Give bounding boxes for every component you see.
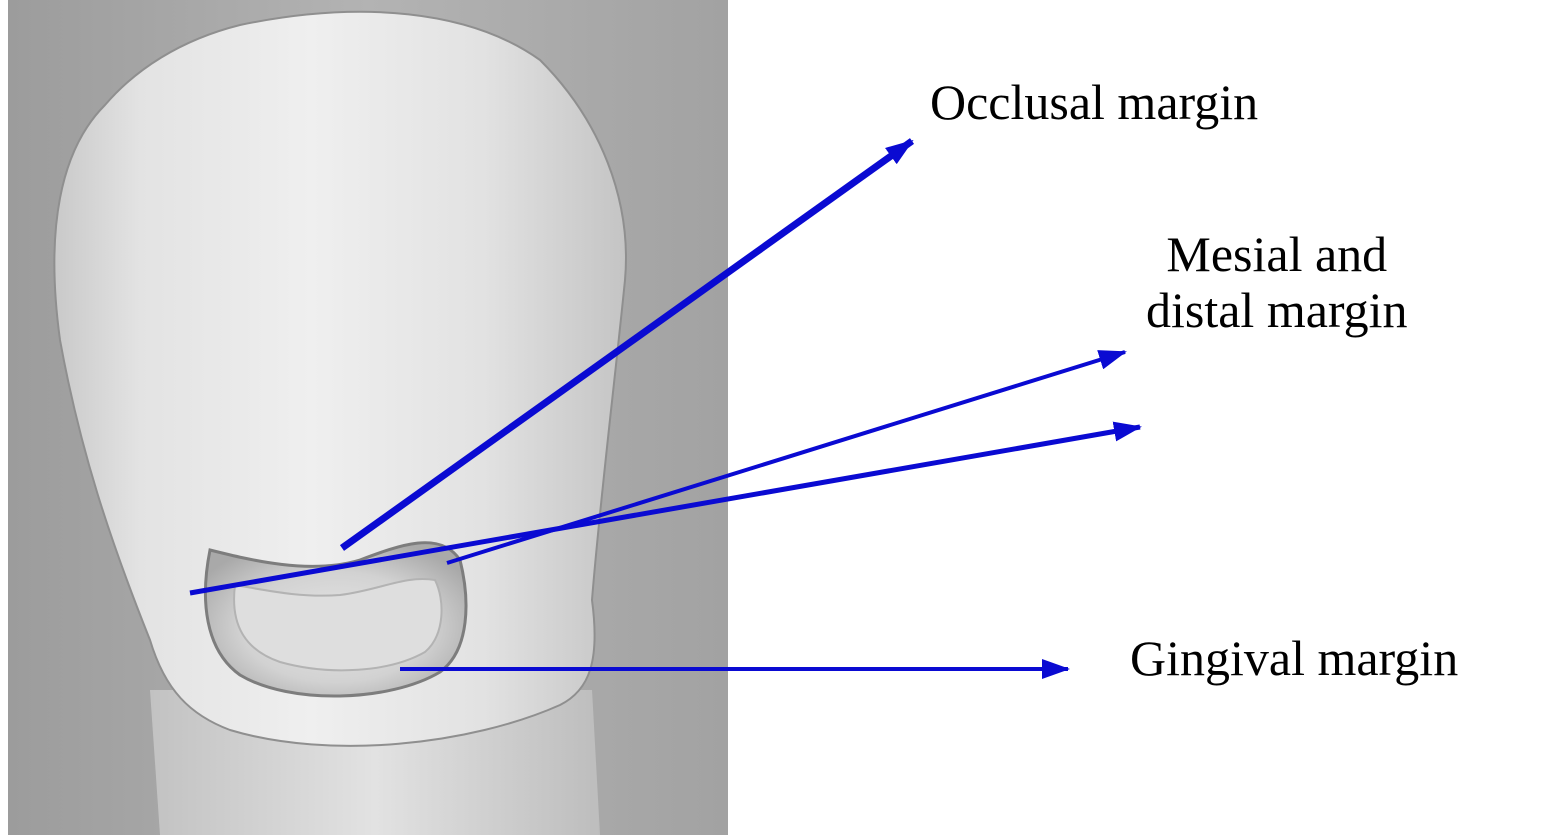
label-mesial-distal-margin: Mesial and distal margin	[1146, 226, 1408, 338]
tooth-photo	[8, 0, 728, 835]
label-gingival-margin: Gingival margin	[1130, 630, 1458, 686]
label-mesial-line1: Mesial and	[1146, 226, 1408, 282]
label-mesial-line2: distal margin	[1146, 282, 1408, 338]
label-occlusal-margin: Occlusal margin	[930, 74, 1258, 130]
